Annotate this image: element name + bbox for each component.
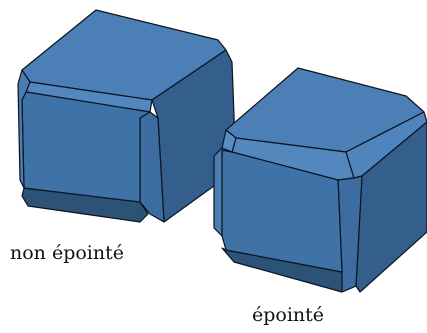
cube-epointe	[213, 67, 427, 293]
label-epointe: épointé	[252, 304, 325, 326]
label-non-epointe: non épointé	[10, 242, 124, 264]
cube-left-front-face	[21, 91, 151, 203]
cube-non-epointe	[17, 9, 237, 223]
cube-right-left-bevel	[213, 147, 233, 237]
cube-left-left-bevel	[17, 69, 31, 189]
